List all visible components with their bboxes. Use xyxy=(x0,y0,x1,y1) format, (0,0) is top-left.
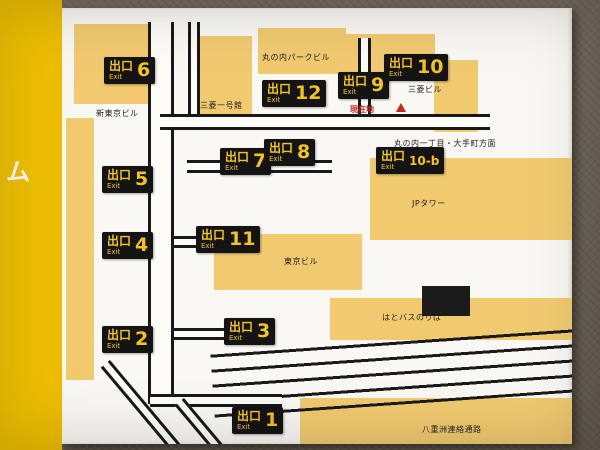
exit-kanji: 出口 xyxy=(343,74,368,88)
exit-kanji: 出口 xyxy=(381,149,406,163)
exit-number: 8 xyxy=(297,141,311,164)
building-block-mitsubishi-ichigokan xyxy=(200,36,252,114)
exit-kanji: 出口 xyxy=(225,150,250,164)
exit-kanji: 出口 xyxy=(109,59,134,73)
exit-number: 2 xyxy=(135,328,149,351)
exit-en: Exit xyxy=(237,422,251,431)
exit-en: Exit xyxy=(225,163,239,172)
exit-en: Exit xyxy=(381,162,395,171)
direction-label: 丸の内一丁目・大手町方面 xyxy=(394,139,496,148)
exit-en: Exit xyxy=(107,181,121,190)
exit-number: 9 xyxy=(371,74,385,97)
exit-number: 1 xyxy=(265,409,279,432)
exit-number: 5 xyxy=(135,168,149,191)
exit-en: Exit xyxy=(107,247,121,256)
exit-kanji: 出口 xyxy=(389,56,414,70)
corridor-bottom xyxy=(150,394,282,407)
exit-number: 10 xyxy=(417,56,444,79)
exit-number: 6 xyxy=(137,59,151,82)
exit-kanji: 出口 xyxy=(107,168,132,182)
exit-en: Exit xyxy=(107,341,121,350)
building-label-shintokyo: 新東京ビル xyxy=(96,109,139,118)
exit-kanji: 出口 xyxy=(269,141,294,155)
exit-kanji: 出口 xyxy=(237,409,262,423)
exit-en: Exit xyxy=(343,87,357,96)
exit-en: Exit xyxy=(267,95,281,104)
current-location-label: 現在地 xyxy=(350,105,374,114)
building-label-hato-bus: はとバスのりば xyxy=(382,313,442,322)
corridor-main-horizontal xyxy=(160,114,490,130)
building-block-marunouchi-park xyxy=(258,28,346,74)
exit-map-panel: 新東京ビル 三菱一号館 丸の内パークビル 三菱ビル JPタワー 東京ビル はとバ… xyxy=(62,8,572,444)
building-label-park-bldg: 丸の内パークビル xyxy=(262,53,330,62)
exit-number: 4 xyxy=(135,234,149,257)
exit-number: 11 xyxy=(229,228,256,251)
exit-kanji: 出口 xyxy=(267,82,292,96)
exit-en: Exit xyxy=(109,72,123,81)
building-block-west-strip xyxy=(66,118,94,380)
exit-number: 3 xyxy=(257,320,271,343)
exit-number: 12 xyxy=(295,82,322,105)
building-label-ichigokan: 三菱一号館 xyxy=(200,101,243,110)
yellow-sign-edge xyxy=(0,0,62,450)
exit-en: Exit xyxy=(229,333,243,342)
corridor-exit-3-stub xyxy=(174,328,232,340)
exit-kanji: 出口 xyxy=(107,328,132,342)
exit-en: Exit xyxy=(201,241,215,250)
exit-number: 7 xyxy=(253,150,267,173)
building-label-jp-tower: JPタワー xyxy=(412,199,446,208)
exit-kanji: 出口 xyxy=(107,234,132,248)
corridor-stub-north-1 xyxy=(188,22,200,120)
current-location-arrow-icon xyxy=(396,103,406,112)
building-label-mitsubishi: 三菱ビル xyxy=(408,85,442,94)
exit-number: 10-b xyxy=(409,153,440,168)
building-silhouette xyxy=(422,286,470,316)
exit-kanji: 出口 xyxy=(201,228,226,242)
side-sign-text: ム xyxy=(6,158,30,186)
corridor-main-vertical xyxy=(148,22,174,404)
exit-en: Exit xyxy=(389,69,403,78)
exit-kanji: 出口 xyxy=(229,320,254,334)
exit-en: Exit xyxy=(269,154,283,163)
building-label-yaesu: 八重洲連絡通路 xyxy=(422,425,482,434)
building-label-tokyo-bldg: 東京ビル xyxy=(284,257,318,266)
corridor-exit-11-stub xyxy=(174,236,202,248)
